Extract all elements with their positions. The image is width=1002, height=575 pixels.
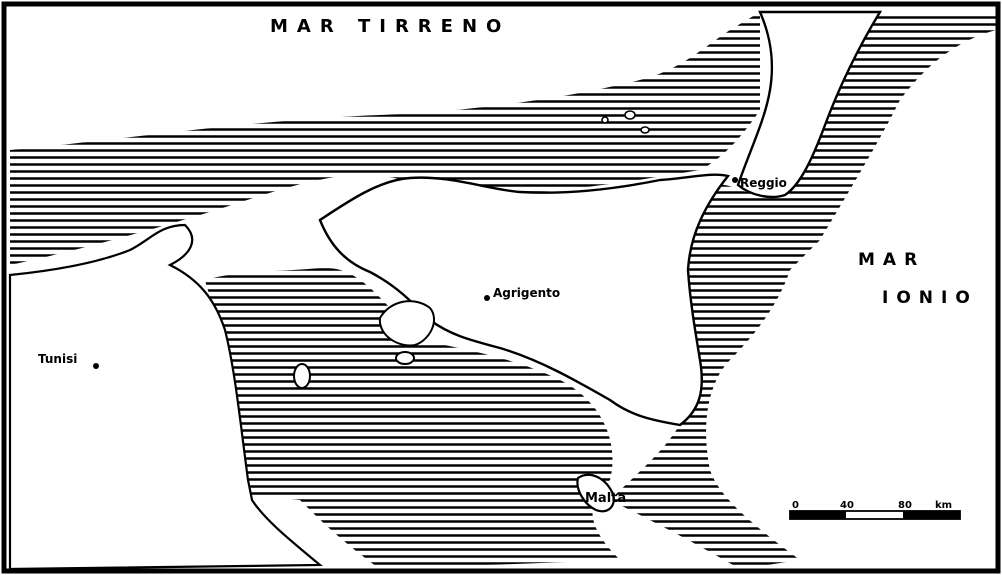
island-aeolian-2 [640,126,650,134]
label-ionio: IONIO [882,288,978,308]
sea-hatching-sicily-strait [205,267,620,569]
label-reggio: Reggio [740,176,787,190]
sea-hatching-tirreno [10,12,760,265]
island-small-2 [395,351,415,365]
island-sicily [318,173,731,427]
scale-tick-km: km [935,500,952,511]
island-pantelleria-bay [378,300,435,347]
label-mar: MAR [858,250,925,270]
city-marker-agrigento [484,295,490,301]
label-tunisi: Tunisi [38,352,77,366]
land-calabria [736,10,883,199]
city-marker-tunisi [93,363,99,369]
scale-bar: 0 40 80 km [789,500,961,520]
city-marker-reggio [732,177,738,183]
label-malta: Malta [585,491,626,506]
island-small-1 [293,363,311,389]
island-aeolian-3 [601,116,609,124]
label-agrigento: Agrigento [493,286,560,300]
island-malta [576,473,615,513]
island-aeolian-1 [624,110,636,120]
label-mar-tirreno: MAR TIRRENO [270,16,510,37]
scale-tick-40: 40 [840,500,854,511]
coastline-tunisia [8,223,323,569]
scale-tick-80: 80 [898,500,912,511]
scale-tick-0: 0 [792,500,799,511]
